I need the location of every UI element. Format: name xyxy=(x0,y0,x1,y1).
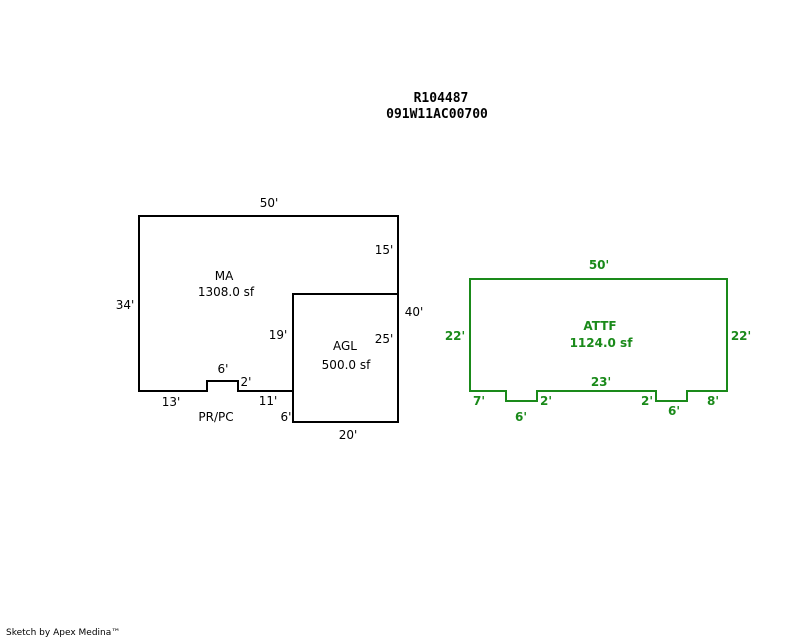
dim-inner-vertical: 19' xyxy=(269,328,288,342)
dim-right-upper: 15' xyxy=(375,243,394,257)
parcel-number: 091W11AC00700 xyxy=(386,107,488,122)
dim-bottom-mid: 11' xyxy=(259,394,278,408)
attf-dim-notch-right-step: 2' xyxy=(641,394,653,408)
ma-outline xyxy=(138,215,399,392)
account-number: R104487 xyxy=(414,91,469,106)
attf-dim-left: 22' xyxy=(445,329,465,343)
dim-right-total: 40' xyxy=(405,305,424,319)
dim-agl-right: 25' xyxy=(375,332,394,346)
attf-dim-notch-left-width: 6' xyxy=(515,410,527,424)
attf-name: ATTF xyxy=(583,319,616,333)
attf-dim-bottom-mid: 23' xyxy=(591,375,611,389)
agl-name: AGL xyxy=(333,339,357,353)
agl-area: 500.0 sf xyxy=(322,358,371,372)
dim-agl-bottom: 20' xyxy=(339,428,358,442)
prpc-label: PR/PC xyxy=(198,410,233,424)
attf-dim-seg-right: 8' xyxy=(707,394,719,408)
attf-dim-notch-left-step: 2' xyxy=(540,394,552,408)
attf-area: 1124.0 sf xyxy=(570,336,634,350)
attf-dim-top: 50' xyxy=(589,258,609,272)
agl-outline xyxy=(292,293,399,423)
dim-notch-width: 6' xyxy=(218,362,229,376)
attf-dim-notch-right-width: 6' xyxy=(668,404,680,418)
footer-credit: Sketch by Apex Medina™ xyxy=(6,628,121,638)
ma-name: MA xyxy=(215,269,234,283)
dim-notch-right: 2' xyxy=(241,375,252,389)
ma-area: 1308.0 sf xyxy=(198,285,255,299)
attf-outline xyxy=(469,278,728,402)
dim-top: 50' xyxy=(260,196,279,210)
dim-agl-left-low: 6' xyxy=(281,410,292,424)
dim-bottom-left: 13' xyxy=(162,395,181,409)
dim-left: 34' xyxy=(116,298,135,312)
attf-dim-seg-left: 7' xyxy=(473,394,485,408)
attf-dim-right: 22' xyxy=(731,329,751,343)
